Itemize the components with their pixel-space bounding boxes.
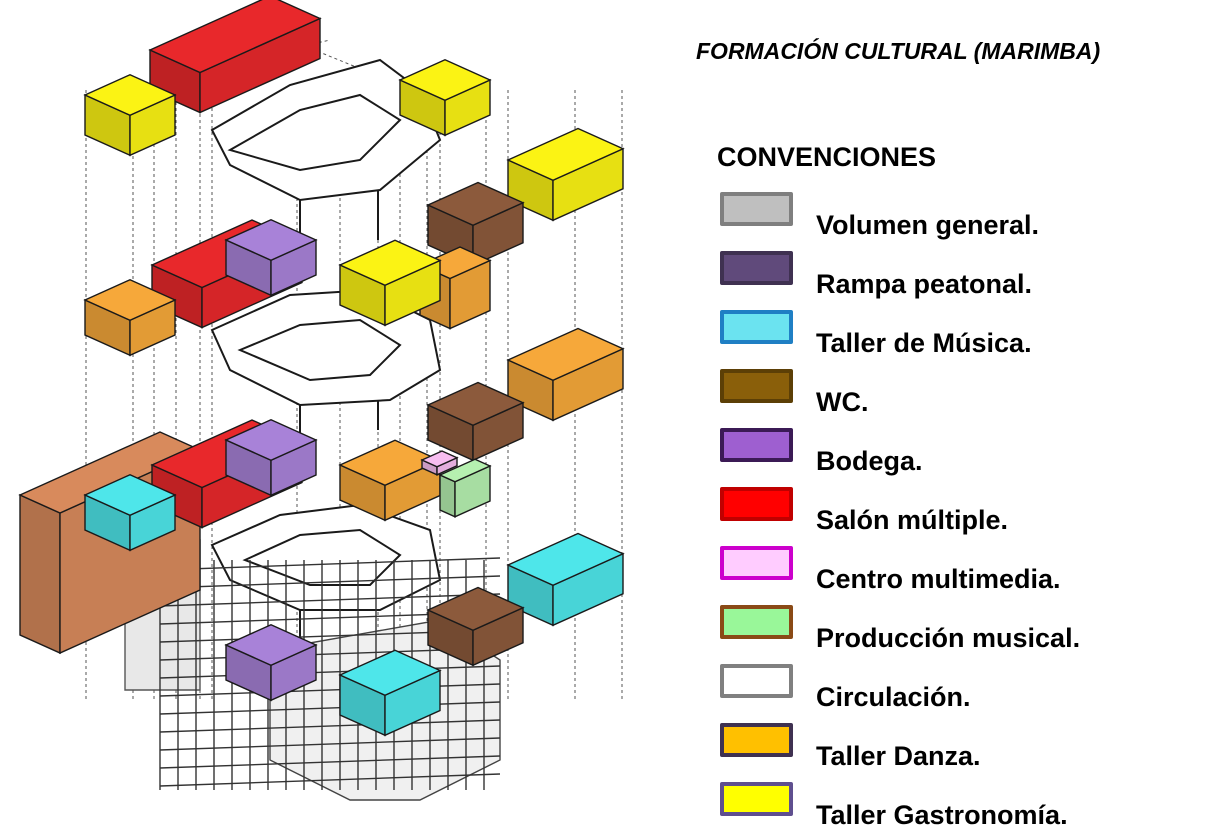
box-top: [224, 218, 318, 262]
gastronomia-box: [506, 127, 625, 222]
box-top: [506, 327, 625, 382]
structure-beam: [159, 701, 501, 715]
box-top: [506, 532, 625, 587]
salon-multiple-box: [148, 0, 322, 114]
box-top: [338, 239, 442, 287]
multimedia-box: [420, 450, 459, 476]
legend-swatch: [720, 369, 793, 403]
box-top: [426, 586, 525, 632]
legend-label: Taller Danza.: [816, 741, 981, 771]
legend-label: Taller de Música.: [816, 328, 1032, 358]
legend-heading: CONVENCIONES: [717, 142, 937, 172]
legend-swatch: [720, 723, 793, 757]
legend-swatch: [720, 310, 793, 344]
box-top: [338, 649, 442, 697]
danza-box: [338, 439, 442, 522]
ramp-band: [242, 528, 402, 586]
danza-box: [83, 278, 177, 357]
produccion-box: [438, 458, 492, 518]
gastronomia-box: [338, 239, 442, 327]
musica-box: [338, 649, 442, 737]
ramp-band: [227, 93, 402, 172]
legend-item: WC.: [719, 369, 1214, 425]
box-top: [83, 278, 177, 322]
legend-item: Volumen general.: [719, 192, 1214, 248]
gastronomia-box: [83, 73, 177, 157]
musica-box: [83, 473, 177, 552]
legend: Volumen general. Rampa peatonal. Taller de…: [719, 0, 1214, 830]
box-top: [224, 418, 318, 462]
structure-beam: [159, 593, 501, 607]
box-top: [83, 473, 177, 517]
bodega-box: [224, 418, 318, 497]
legend-swatch: [720, 192, 793, 226]
musica-box: [506, 532, 625, 627]
legend-label: Volumen general.: [816, 210, 1040, 240]
legend-label: Centro multimedia.: [816, 564, 1061, 594]
legend-item: Circulación.: [719, 664, 1214, 720]
structure-beam: [159, 755, 501, 769]
legend-label: Bodega.: [816, 446, 923, 476]
wc-box: [426, 381, 525, 462]
legend-swatch: [720, 428, 793, 462]
gastronomia-box: [398, 58, 492, 137]
legend-label: Circulación.: [816, 682, 971, 712]
legend-swatch: [720, 664, 793, 698]
wc-box: [426, 586, 525, 667]
program-volumes: [18, 0, 625, 737]
isometric-zoning-sketch: [18, 0, 625, 801]
legend-item: Salón múltiple.: [719, 487, 1214, 543]
box-top: [398, 58, 492, 102]
bodega-box: [224, 623, 318, 702]
bodega-box: [224, 218, 318, 297]
structure-beam: [159, 773, 501, 787]
legend-swatch: [720, 487, 793, 521]
ramp-band: [237, 318, 402, 382]
box-side: [19, 493, 61, 655]
box-top: [426, 181, 525, 227]
legend-label: Rampa peatonal.: [816, 269, 1033, 299]
legend-swatch: [720, 546, 793, 580]
structure-beam: [159, 665, 501, 679]
page-title: FORMACIÓN CULTURAL (MARIMBA): [696, 38, 1101, 64]
structure-beam: [159, 719, 501, 733]
box-top: [438, 458, 492, 483]
box-top: [506, 127, 625, 182]
legend-item: Producción musical.: [719, 605, 1214, 661]
legend-label: WC.: [816, 387, 869, 417]
structure-beam: [159, 575, 501, 589]
structure-beam: [159, 683, 501, 697]
legend-item: Centro multimedia.: [719, 546, 1214, 602]
legend-item: Rampa peatonal.: [719, 251, 1214, 307]
structure-beam: [159, 557, 501, 571]
structure-beam: [159, 737, 501, 751]
legend-label: Taller Gastronomía.: [816, 800, 1068, 830]
box-top: [148, 0, 322, 74]
legend-item: Taller Gastronomía.: [719, 782, 1214, 838]
box-top: [426, 381, 525, 427]
danza-box: [506, 327, 625, 422]
legend-swatch: [720, 782, 793, 816]
legend-label: Salón múltiple.: [816, 505, 1009, 535]
legend-label: Producción musical.: [816, 623, 1081, 653]
legend-item: Taller Danza.: [719, 723, 1214, 779]
box-top: [224, 623, 318, 667]
legend-item: Bodega.: [719, 428, 1214, 484]
legend-item: Taller de Música.: [719, 310, 1214, 366]
circulation-ramps-sketch: [210, 58, 442, 650]
box-top: [420, 450, 459, 468]
legend-swatch: [720, 251, 793, 285]
legend-swatch: [720, 605, 793, 639]
box-top: [83, 73, 177, 117]
